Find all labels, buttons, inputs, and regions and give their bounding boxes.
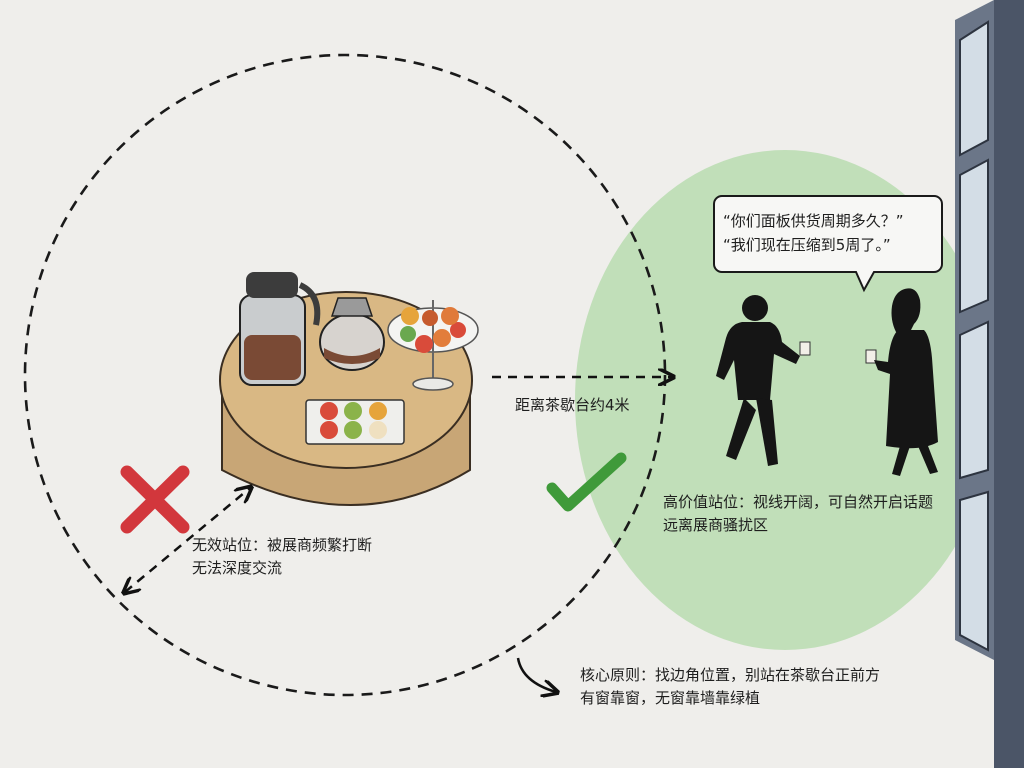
core-rule-arrow bbox=[516, 657, 556, 692]
woman-silhouette bbox=[874, 288, 938, 476]
bad-spot-line-2: 无法深度交流 bbox=[192, 559, 283, 578]
cross-mark-icon bbox=[120, 465, 190, 534]
interrupt-arrow bbox=[125, 488, 250, 592]
window-wall bbox=[955, 0, 1024, 768]
speech-bubble bbox=[713, 195, 943, 293]
core-rule-line-1: 核心原则：找边角位置，别站在茶歇台正前方 bbox=[580, 666, 881, 684]
core-rule-label: 核心原则：找边角位置，别站在茶歇台正前方 有窗靠窗，无窗靠墙靠绿植 bbox=[580, 664, 880, 711]
man-silhouette bbox=[716, 295, 800, 466]
good-spot-line-1: 高价值站位：视线开阔，可自然开启话题 bbox=[663, 493, 934, 511]
good-spot-label: 高价值站位：视线开阔，可自然开启话题 远离展商骚扰区 bbox=[663, 491, 933, 538]
green-zone bbox=[575, 150, 995, 650]
coffee-cup-icon bbox=[799, 341, 877, 364]
bad-spot-label: 无效站位：被展商频繁打断 无法深度交流 bbox=[192, 534, 372, 581]
check-mark-icon bbox=[546, 452, 627, 512]
bad-spot-line-1: 无效站位：被展商频繁打断 bbox=[192, 536, 373, 554]
distance-label: 距离茶歇台约4米 bbox=[515, 396, 630, 414]
good-spot-line-2: 远离展商骚扰区 bbox=[663, 516, 769, 535]
speech-line-1: “你们面板供货周期多久？” bbox=[723, 212, 904, 230]
tea-break-table bbox=[219, 272, 479, 506]
speech-bubble-text: “你们面板供货周期多久？” “我们现在压缩到5周了。” bbox=[723, 209, 904, 257]
core-rule-line-2: 有窗靠窗，无窗靠墙靠绿植 bbox=[580, 689, 761, 708]
speech-line-2: “我们现在压缩到5周了。” bbox=[723, 236, 891, 254]
